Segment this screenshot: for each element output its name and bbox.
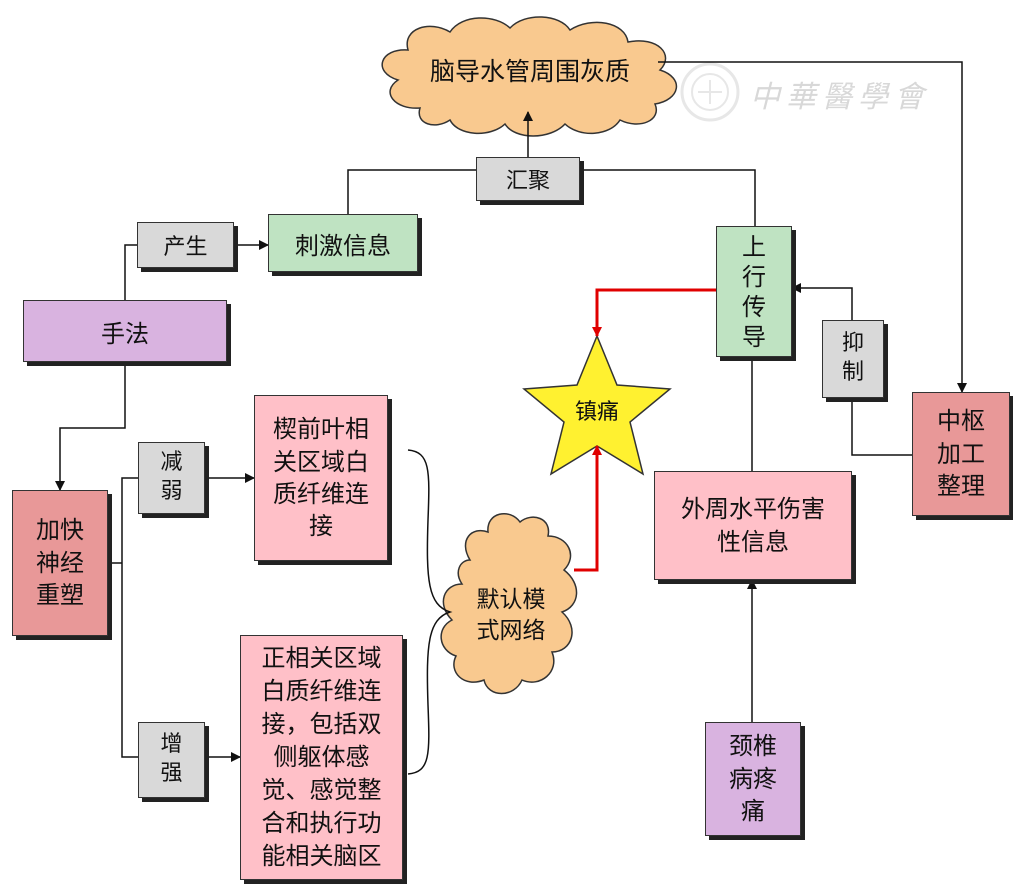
cervical-label: 颈椎 病疼 痛: [729, 732, 777, 826]
inhibit-label: 抑 制: [841, 331, 864, 385]
converge-box: 汇聚: [476, 157, 580, 201]
pag-cloud: 脑导水管周围灰质: [410, 48, 650, 92]
neuroplasticity-label: 加快 神经 重塑: [36, 516, 84, 610]
neuroplasticity-box: 加快 神经 重塑: [12, 490, 108, 636]
weaken-label: 减 弱: [160, 450, 183, 504]
line-ascending-to-converge: [580, 169, 756, 226]
precuneus-box: 楔前叶相 关区域白 质纤维连 接: [254, 395, 388, 561]
stimulus-label: 刺激信息: [295, 231, 391, 260]
central-label: 中枢 加工 整理: [937, 407, 985, 501]
weaken-box: 减 弱: [138, 442, 205, 514]
manipulation-box: 手法: [23, 300, 227, 362]
ascending-label: 上 行 传 导: [742, 232, 766, 351]
converge-label: 汇聚: [505, 169, 550, 194]
arrow-inhibit-to-ascending: [791, 283, 853, 320]
arrow-pag-to-central: [658, 61, 967, 393]
red-arrow-ascending-to-analgesia: [592, 288, 716, 337]
cervical-box: 颈椎 病疼 痛: [705, 722, 801, 836]
manipulation-label: 手法: [101, 319, 149, 348]
strengthen-label: 增 强: [160, 732, 183, 786]
bracket-brace: [407, 449, 453, 775]
dmn-label: 默认模 式网络: [476, 586, 546, 644]
analgesia-label: 镇痛: [574, 400, 619, 425]
positive-box: 正相关区域 白质纤维连 接，包括双 侧躯体感 觉、感觉整 合和执行功 能相关脑区: [240, 635, 403, 880]
peripheral-box: 外周水平伤害 性信息: [654, 471, 852, 580]
arrow-manipulation-to-neuroplasticity: [55, 362, 126, 491]
red-arrow-dmn-to-analgesia: [574, 445, 602, 572]
produce-box: 产生: [137, 222, 234, 268]
precuneus-label: 楔前叶相 关区域白 质纤维连 接: [273, 415, 369, 541]
pag-cloud-shape: [381, 16, 678, 137]
line-central-to-inhibit: [851, 398, 912, 456]
central-box: 中枢 加工 整理: [912, 392, 1010, 516]
pag-label: 脑导水管周围灰质: [429, 57, 630, 86]
stimulus-box: 刺激信息: [268, 214, 418, 272]
line-neuroplasticity-branch: [108, 477, 138, 758]
analgesia-star: 镇痛: [551, 390, 643, 430]
dmn-cloud: 默认模 式网络: [456, 568, 566, 664]
watermark-text: 中華醫學會: [750, 80, 930, 115]
inhibit-box: 抑 制: [822, 320, 884, 398]
watermark-logo: [680, 62, 740, 122]
produce-label: 产生: [163, 235, 208, 260]
strengthen-box: 增 强: [138, 722, 205, 798]
line-manipulation-up: [124, 244, 137, 300]
ascending-box: 上 行 传 导: [716, 226, 792, 357]
positive-label: 正相关区域 白质纤维连 接，包括双 侧躯体感 觉、感觉整 合和执行功 能相关脑区: [261, 643, 382, 871]
line-stimulus-up: [347, 169, 476, 214]
dmn-cloud-shape: [440, 512, 578, 695]
peripheral-label: 外周水平伤害 性信息: [681, 495, 825, 556]
